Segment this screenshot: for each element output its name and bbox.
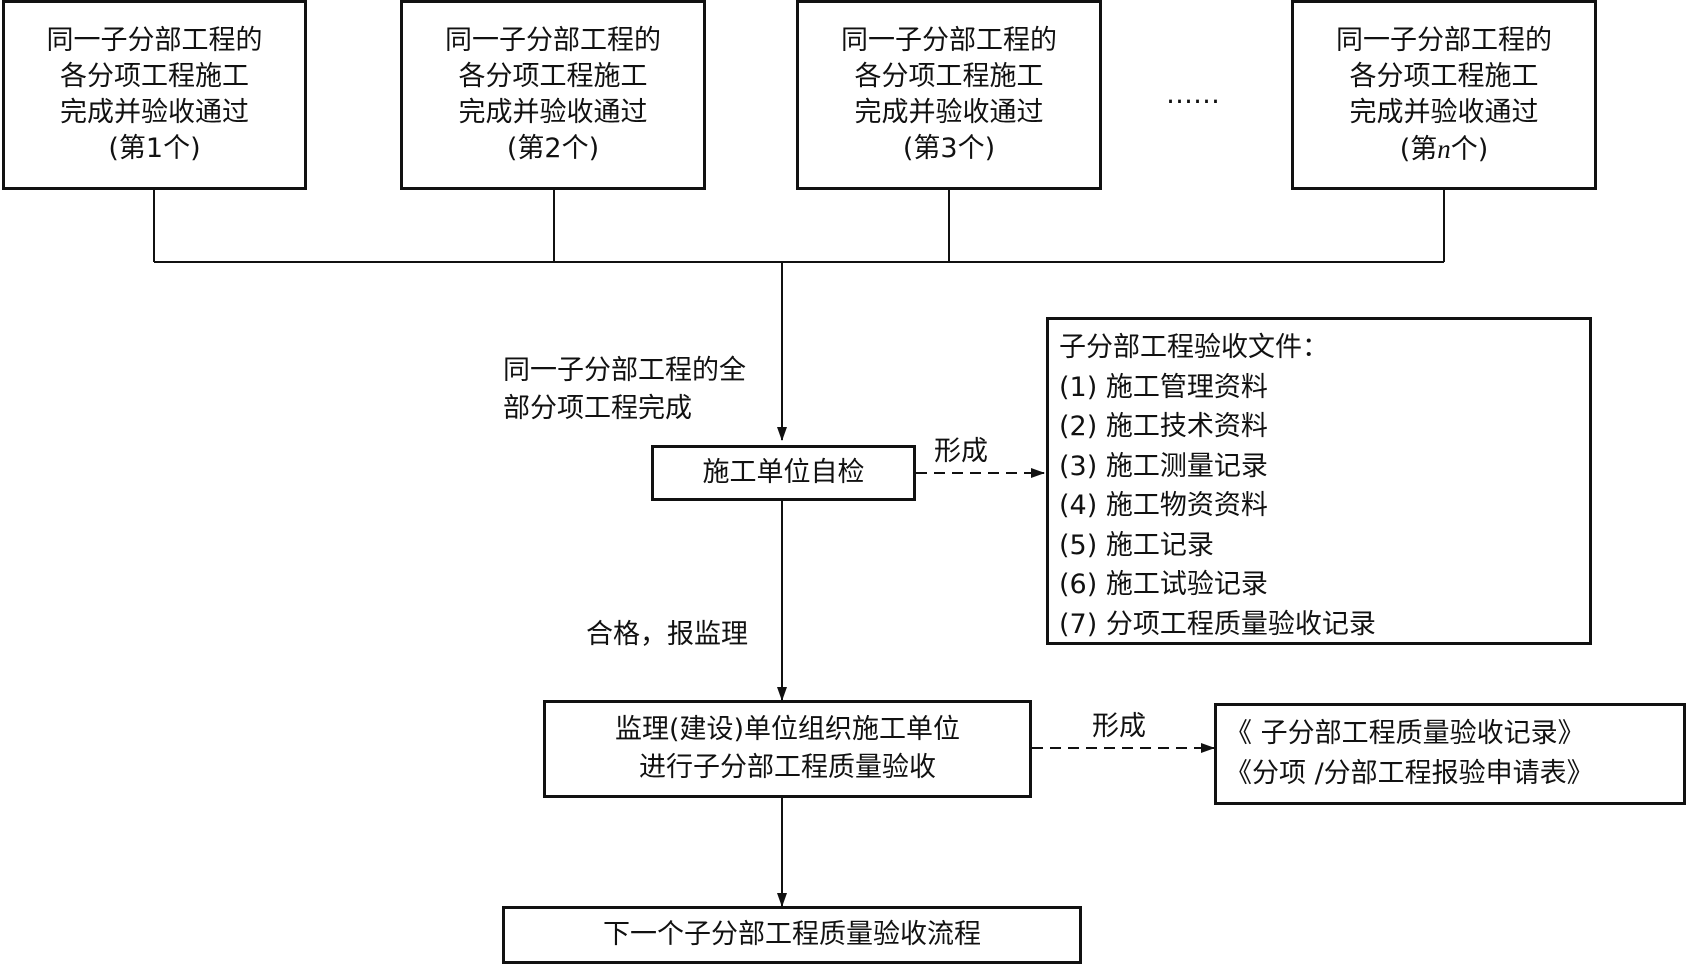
subitem-box-3: 同一子分部工程的 各分项工程施工 完成并验收通过 (第3个): [796, 0, 1102, 190]
supervision-line-1: 监理(建设)单位组织施工单位: [614, 714, 961, 745]
supervision-box: 监理(建设)单位组织施工单位 进行子分部工程质量验收: [543, 700, 1032, 798]
subitem-box-n-line-3: 完成并验收通过: [1349, 96, 1539, 128]
self-check-label: 施工单位自检: [702, 457, 865, 488]
subitem-box-n-line-2: 各分项工程施工: [1349, 60, 1539, 92]
subitem-box-2-index: (第2个): [506, 133, 600, 164]
subitem-box-1: 同一子分部工程的 各分项工程施工 完成并验收通过 (第1个): [2, 0, 307, 190]
acceptance-docs-item-7: (7) 分项工程质量验收记录: [1059, 608, 1376, 640]
subitem-box-2: 同一子分部工程的 各分项工程施工 完成并验收通过 (第2个): [400, 0, 706, 190]
subitem-box-1-line-1: 同一子分部工程的: [46, 25, 263, 56]
subitem-box-1-line-2: 各分项工程施工: [60, 61, 249, 92]
form-label-records: 形成: [1092, 711, 1146, 742]
subitem-box-2-line-1: 同一子分部工程的: [445, 25, 661, 56]
ellipsis: ……: [1166, 79, 1220, 110]
acceptance-docs-item-4: (4) 施工物资资料: [1059, 490, 1268, 521]
subitem-box-2-line-3: 完成并验收通过: [458, 97, 648, 128]
acceptance-docs-item-2: (2) 施工技术资料: [1059, 411, 1268, 442]
records-box: 《 子分部工程质量验收记录》 《分项 /分部工程报验申请表》: [1214, 703, 1686, 805]
acceptance-docs-box: 子分部工程验收文件： (1) 施工管理资料 (2) 施工技术资料 (3) 施工测…: [1046, 317, 1592, 645]
subitem-box-n-line-1: 同一子分部工程的: [1336, 24, 1552, 56]
acceptance-docs-item-6: (6) 施工试验记录: [1059, 569, 1268, 600]
acceptance-docs-title: 子分部工程验收文件：: [1059, 332, 1329, 363]
subitem-box-3-index: (第3个): [902, 133, 996, 164]
merge-label-line-2: 部分项工程完成: [503, 393, 692, 424]
next-step-box: 下一个子分部工程质量验收流程: [502, 906, 1082, 964]
subitem-box-n-index: (第n个): [1399, 133, 1489, 165]
acceptance-docs-item-1: (1) 施工管理资料: [1059, 371, 1268, 403]
pass-label: 合格，报监理: [586, 619, 748, 650]
next-step-label: 下一个子分部工程质量验收流程: [603, 919, 981, 950]
merge-label-line-1: 同一子分部工程的全: [503, 355, 746, 386]
records-line-1: 《 子分部工程质量验收记录》: [1225, 718, 1585, 749]
merge-label: 同一子分部工程的全 部分项工程完成: [503, 352, 746, 428]
subitem-box-1-line-3: 完成并验收通过: [60, 97, 249, 128]
acceptance-docs-item-5: (5) 施工记录: [1059, 529, 1214, 561]
acceptance-docs-item-3: (3) 施工测量记录: [1059, 450, 1268, 482]
subitem-box-n: 同一子分部工程的 各分项工程施工 完成并验收通过 (第n个): [1291, 0, 1597, 190]
supervision-line-2: 进行子分部工程质量验收: [639, 752, 936, 783]
subitem-box-3-line-3: 完成并验收通过: [854, 97, 1044, 128]
self-check-box: 施工单位自检: [651, 445, 916, 501]
form-label-docs: 形成: [934, 436, 988, 467]
records-line-2: 《分项 /分部工程报验申请表》: [1225, 758, 1594, 789]
subitem-box-1-index: (第1个): [108, 133, 201, 164]
subitem-box-3-line-1: 同一子分部工程的: [841, 25, 1057, 56]
subitem-box-3-line-2: 各分项工程施工: [854, 61, 1044, 92]
subitem-box-2-line-2: 各分项工程施工: [458, 61, 648, 92]
